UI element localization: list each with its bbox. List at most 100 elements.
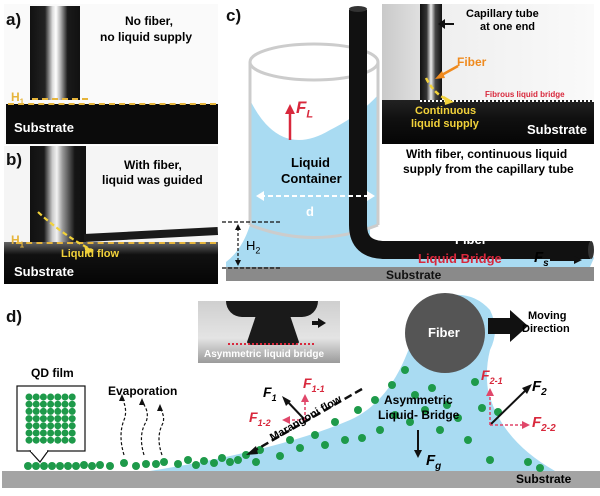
qd-dot — [61, 422, 69, 430]
qd-particle — [252, 458, 260, 466]
panel-b-h1-label: H1 — [11, 233, 24, 249]
qd-particle — [341, 436, 349, 444]
panel-b — [4, 146, 219, 284]
qd-dot — [54, 436, 62, 444]
panel-d-substrate: Substrate — [516, 472, 572, 486]
qd-dot — [68, 429, 76, 437]
qd-particle — [210, 459, 218, 467]
qd-dot — [47, 415, 55, 423]
qd-particle — [226, 458, 234, 466]
container-label-line1: Liquid — [291, 155, 330, 170]
panel-c-substrate: Substrate — [386, 268, 442, 282]
qd-particle — [32, 462, 40, 470]
qd-particle — [478, 404, 486, 412]
qd-dot — [54, 422, 62, 430]
fs-sub: s — [543, 258, 549, 269]
qd-particle — [464, 436, 472, 444]
panel-c-letter: c) — [226, 6, 242, 25]
inset-substrate: Substrate — [527, 122, 587, 137]
f1-1-sub: 1-1 — [311, 383, 325, 394]
qd-dot — [39, 422, 47, 430]
qd-particle — [524, 458, 532, 466]
liquid-bridge-label: Liquid Bridge — [418, 251, 502, 266]
qd-dot — [61, 429, 69, 437]
panel-d-inset-photo — [198, 301, 340, 363]
qd-particle — [72, 462, 80, 470]
panel-b-caption-line1: With fiber, — [124, 158, 182, 172]
qd-particle — [443, 401, 451, 409]
qd-grid — [25, 393, 76, 444]
evaporation-label: Evaporation — [108, 384, 178, 398]
qd-particle — [406, 418, 414, 426]
h1-text: H — [11, 233, 20, 247]
qd-dot — [32, 422, 40, 430]
inset-arrows — [424, 19, 459, 105]
qd-particle — [391, 411, 399, 419]
qd-particle — [106, 462, 114, 470]
qd-particle — [48, 462, 56, 470]
qd-particle — [311, 431, 319, 439]
capillary-tube-image — [420, 4, 442, 100]
panel-a-h1-label: H1 — [11, 90, 24, 106]
f2-sub: 2 — [541, 387, 547, 398]
qd-dot — [39, 429, 47, 437]
inset-bridge-label: Fibrous liquid bridge — [485, 90, 565, 99]
qd-dot — [54, 415, 62, 423]
evaporation-arrow — [120, 397, 127, 456]
qd-dot — [39, 393, 47, 401]
fiber-label: Fiber — [455, 232, 487, 247]
qd-particles — [24, 366, 544, 472]
qd-dot — [54, 393, 62, 401]
bridge-label-line2: Liquid- Bridge — [378, 408, 460, 422]
qd-dot — [25, 429, 33, 437]
fiber-top-end — [349, 6, 367, 12]
substrate-block — [382, 100, 594, 144]
qd-dot — [25, 436, 33, 444]
inset-arrow-tail — [312, 321, 319, 325]
substrate-block — [6, 104, 218, 144]
qd-particle — [132, 462, 140, 470]
qd-particle — [256, 446, 264, 454]
f2-1-text: F — [481, 367, 490, 383]
inset-capillary-line2: at one end — [480, 21, 536, 33]
qd-particle — [454, 414, 462, 422]
force-f1-1-label: F1-1 — [303, 375, 325, 394]
h1-sub: 1 — [19, 240, 25, 250]
f1-1-text: F — [303, 375, 312, 391]
bridge-line — [420, 100, 594, 102]
f1-text: F — [263, 384, 272, 400]
qd-dot — [61, 415, 69, 423]
panel-d-schematic — [2, 293, 600, 488]
qd-particle — [321, 441, 329, 449]
qd-particle — [331, 418, 339, 426]
qd-dot — [68, 407, 76, 415]
qd-particle — [358, 434, 366, 442]
qd-particle — [471, 378, 479, 386]
fg-text: F — [426, 452, 436, 469]
qd-particle — [286, 436, 294, 444]
qd-particle — [142, 460, 150, 468]
qd-dot — [47, 422, 55, 430]
f2-1-sub: 2-1 — [489, 375, 503, 386]
qd-particle — [276, 452, 284, 460]
evaporation-arrow — [158, 407, 165, 456]
substrate-block — [4, 242, 218, 284]
force-fl-label: FL — [296, 98, 313, 120]
qd-particle — [371, 396, 379, 404]
qd-particle — [192, 461, 200, 469]
qd-particle — [88, 462, 96, 470]
qd-dot — [68, 393, 76, 401]
marangoni-flow-arrow — [251, 387, 363, 454]
qd-dot — [47, 400, 55, 408]
qd-particle — [184, 456, 192, 464]
qd-dot — [68, 422, 76, 430]
qd-dot — [25, 407, 33, 415]
qd-particle — [428, 384, 436, 392]
panel-b-caption-line2: liquid was guided — [102, 173, 203, 187]
qd-dot — [47, 393, 55, 401]
force-f2-arrow — [489, 387, 529, 426]
fl-text: F — [296, 98, 307, 117]
substrate-bar — [2, 471, 600, 488]
qd-dot — [25, 400, 33, 408]
qd-dot — [25, 415, 33, 423]
